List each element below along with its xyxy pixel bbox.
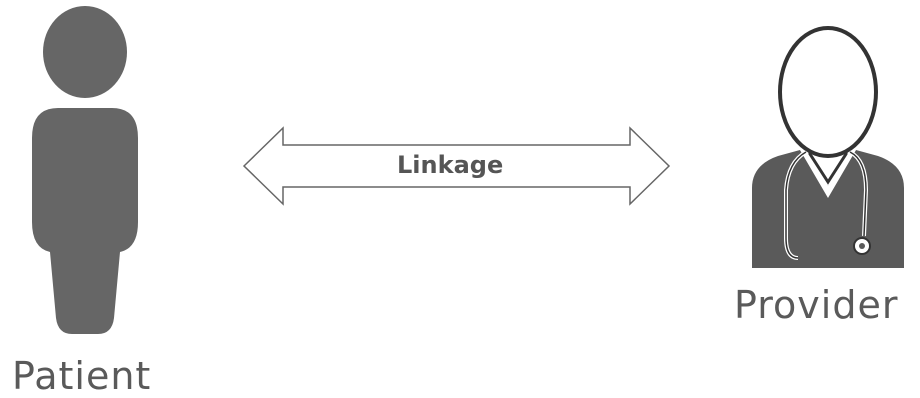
patient-label: Patient (12, 354, 152, 398)
provider-label: Provider (734, 283, 899, 327)
linkage-label: Linkage (397, 151, 504, 179)
